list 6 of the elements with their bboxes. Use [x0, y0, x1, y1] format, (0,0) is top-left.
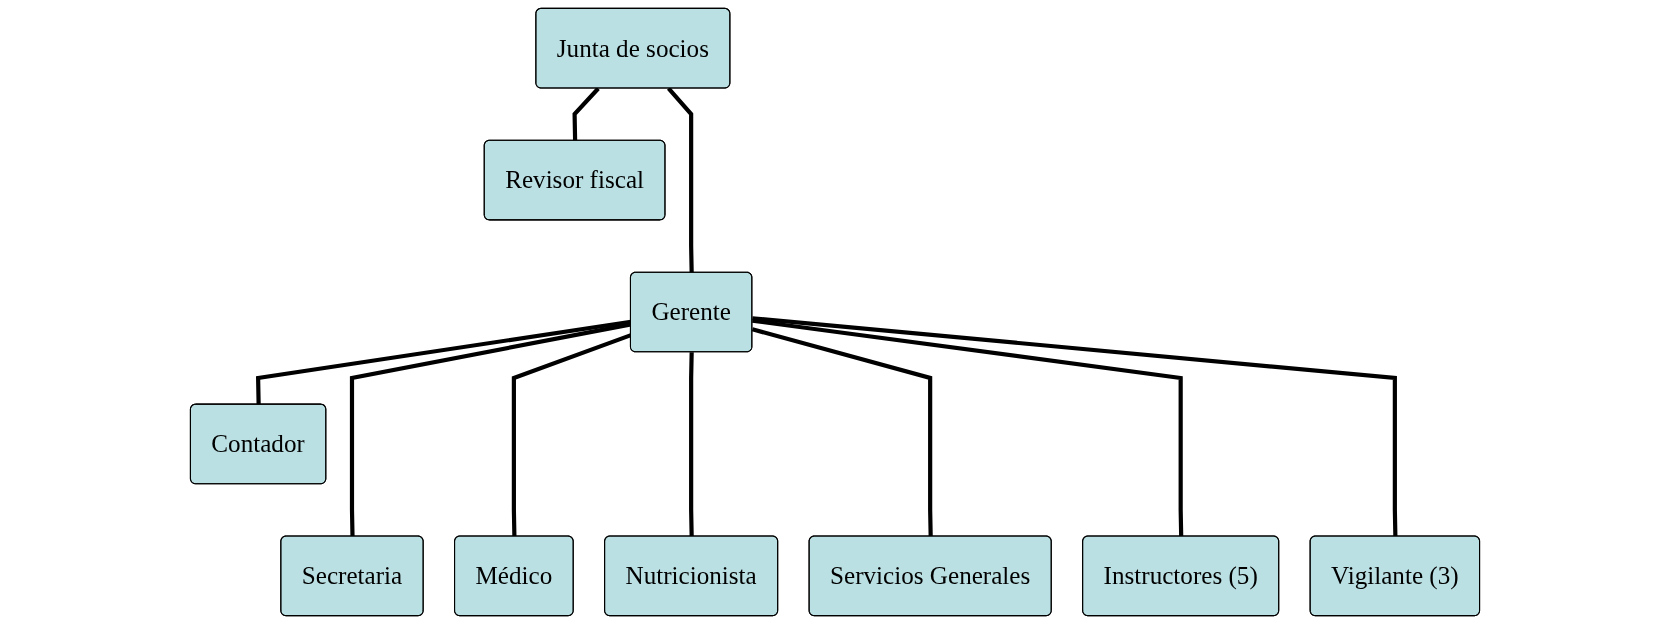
connector [666, 87, 694, 273]
connector [689, 352, 694, 537]
connector [572, 87, 600, 141]
connector [752, 316, 1398, 537]
connector [751, 327, 933, 537]
connector [752, 318, 1184, 537]
